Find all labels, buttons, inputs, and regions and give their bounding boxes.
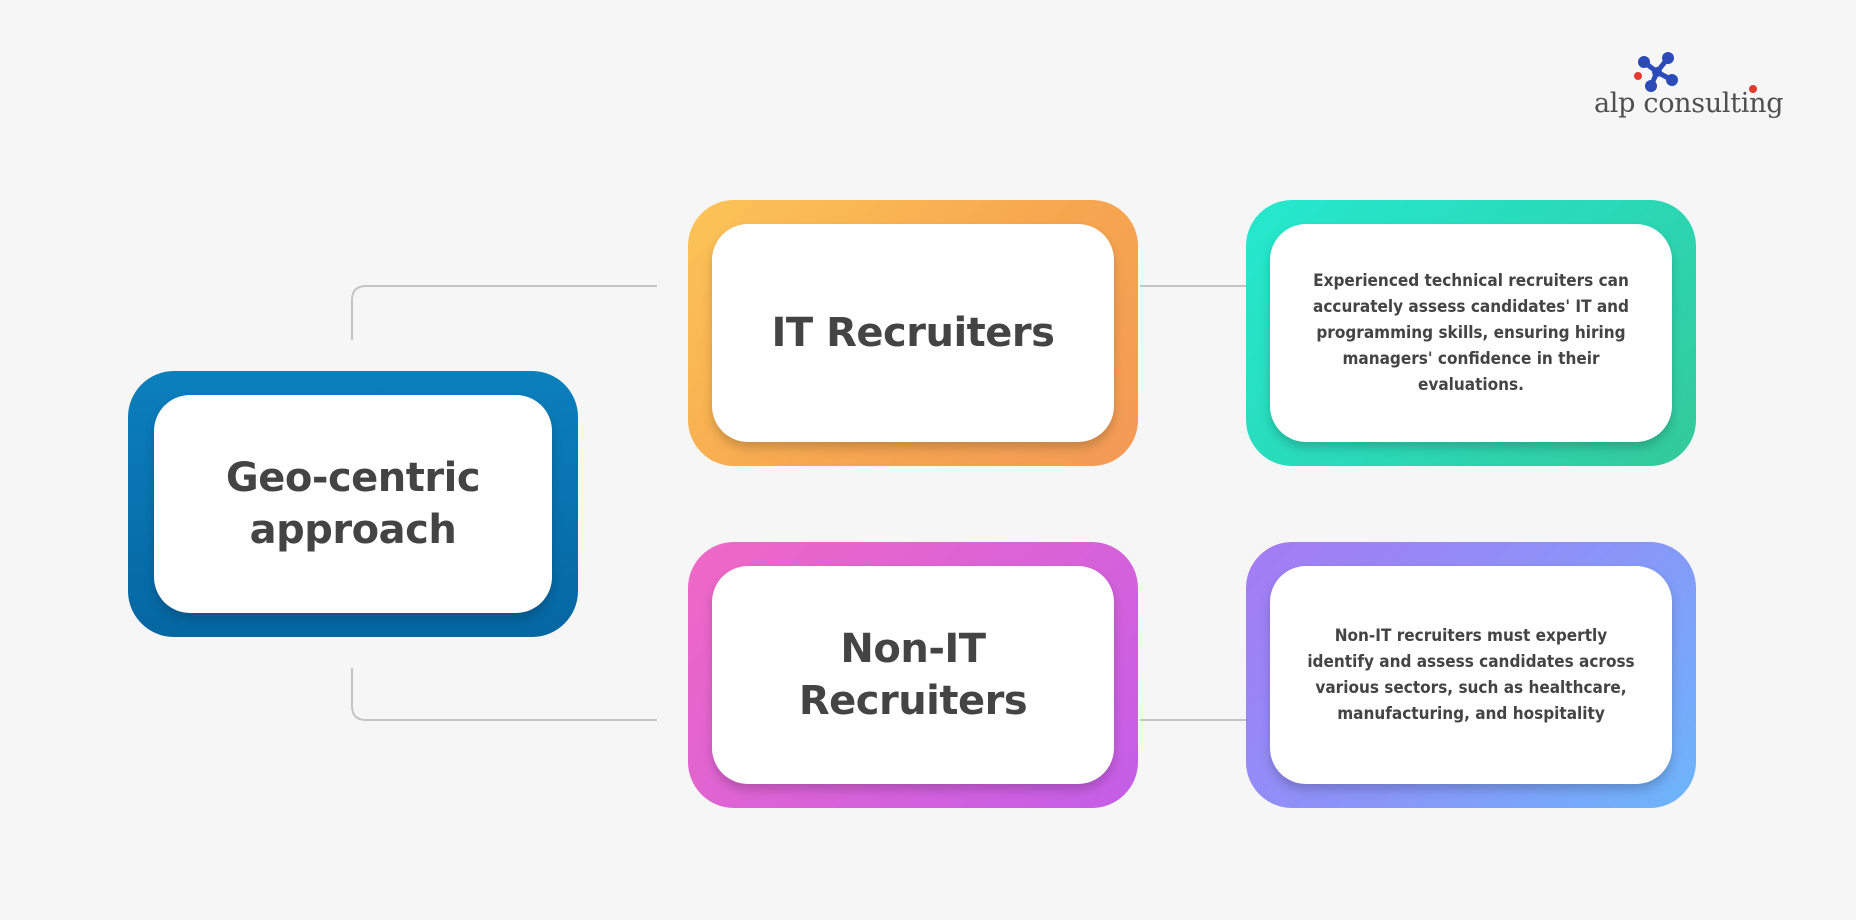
logo-accent-dot	[1749, 85, 1757, 93]
it-recruiters-description-node: Experienced technical recruiters can acc…	[1246, 200, 1696, 466]
hub-to-non-it-connector	[351, 668, 657, 721]
molecule-logo-icon	[1634, 52, 1678, 92]
hub-to-it-connector	[351, 285, 657, 340]
non-it-recruiters-description-panel: Non-IT recruiters must expertly identify…	[1270, 566, 1672, 784]
it-recruiters-description: Experienced technical recruiters can acc…	[1313, 271, 1629, 395]
non-it-recruiters-label: Non-IT Recruiters	[798, 623, 1028, 727]
hub-label-line-2: approach	[249, 507, 457, 553]
company-logo: alp consulting	[1588, 48, 1798, 128]
non-it-recruiters-description: Non-IT recruiters must expertly identify…	[1307, 626, 1635, 724]
non-it-label-line-1: Non-IT	[840, 626, 986, 672]
non-it-recruiters-node: Non-IT Recruiters	[688, 542, 1138, 808]
it-recruiters-node: IT Recruiters	[688, 200, 1138, 466]
geo-centric-approach-node: Geo-centric approach	[128, 371, 578, 637]
it-recruiters-panel: IT Recruiters	[712, 224, 1114, 442]
non-it-label-line-2: Recruiters	[798, 678, 1028, 724]
company-logo-text: alp consulting	[1594, 88, 1784, 119]
non-it-recruiters-description-node: Non-IT recruiters must expertly identify…	[1246, 542, 1696, 808]
hub-label-line-1: Geo-centric	[225, 455, 481, 501]
geo-centric-approach-panel: Geo-centric approach	[154, 395, 552, 613]
geo-centric-approach-label: Geo-centric approach	[225, 452, 481, 556]
it-recruiters-label: IT Recruiters	[771, 310, 1055, 356]
it-recruiters-description-panel: Experienced technical recruiters can acc…	[1270, 224, 1672, 442]
non-it-recruiters-panel: Non-IT Recruiters	[712, 566, 1114, 784]
